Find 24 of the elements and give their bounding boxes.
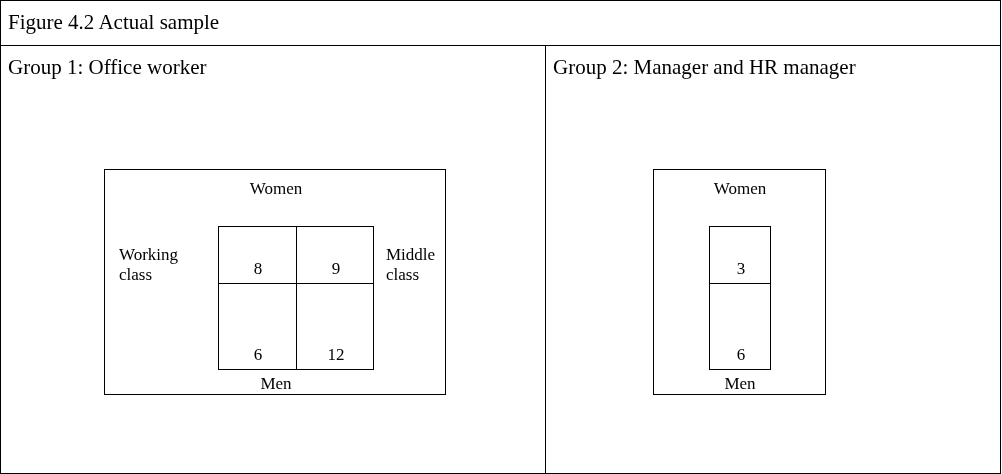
group-panel bbox=[545, 45, 1001, 474]
box-label: Men bbox=[724, 374, 756, 394]
sample-box bbox=[104, 169, 446, 395]
box-label: Women bbox=[713, 179, 767, 199]
panel-heading: Group 1: Office worker bbox=[8, 55, 207, 80]
count-cell bbox=[218, 283, 297, 370]
count-cell bbox=[709, 283, 771, 370]
count-value: 8 bbox=[253, 259, 263, 279]
box-label: Men bbox=[260, 374, 292, 394]
sample-box bbox=[653, 169, 826, 395]
count-cell bbox=[218, 226, 297, 284]
figure-title: Figure 4.2 Actual sample bbox=[8, 10, 220, 35]
count-cell bbox=[709, 226, 771, 284]
box-label: Women bbox=[249, 179, 303, 199]
count-value: 6 bbox=[253, 345, 263, 365]
count-value: 9 bbox=[331, 259, 341, 279]
panel-heading: Group 2: Manager and HR manager bbox=[553, 55, 856, 80]
count-value: 3 bbox=[736, 259, 746, 279]
count-value: 6 bbox=[736, 345, 746, 365]
count-value: 12 bbox=[327, 345, 345, 365]
box-label: Working class bbox=[119, 245, 179, 285]
box-label: Middle class bbox=[386, 245, 437, 285]
count-cell bbox=[296, 283, 374, 370]
count-cell bbox=[296, 226, 374, 284]
